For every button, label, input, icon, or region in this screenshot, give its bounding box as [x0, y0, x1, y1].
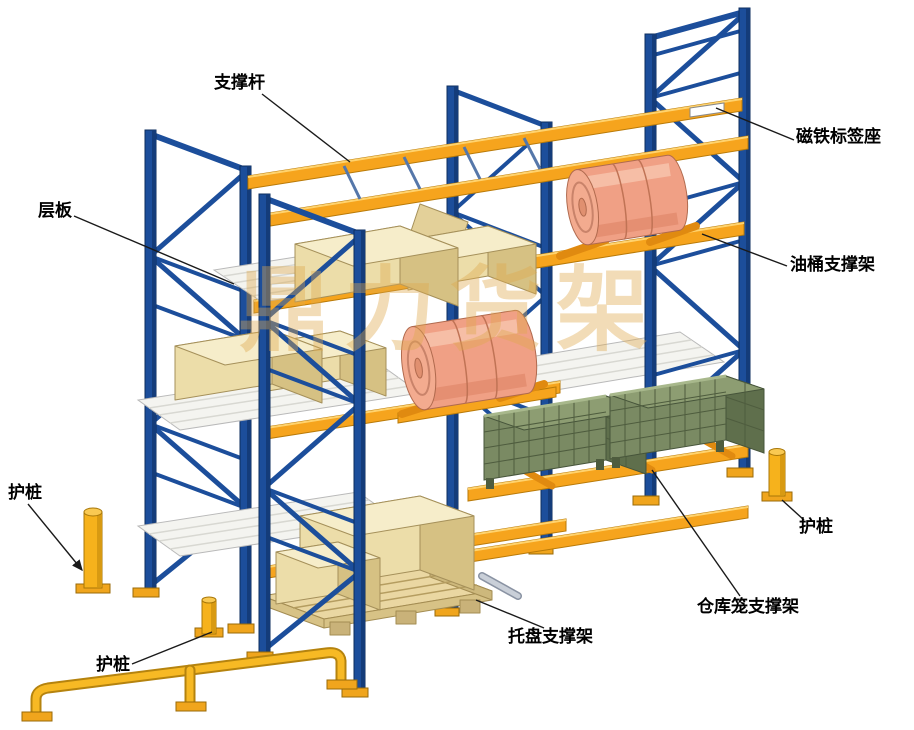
label-pallet-support: 托盘支撑架	[508, 627, 593, 646]
label-guard-post-left: 护桩	[8, 483, 42, 502]
label-drum-support: 油桶支撑架	[790, 255, 875, 274]
beam-cage-level	[467, 443, 749, 502]
label-guard-post-bottom: 护桩	[96, 655, 130, 674]
leader-drum-support	[701, 233, 788, 267]
label-cage-support: 仓库笼支撑架	[697, 597, 799, 616]
beam-top-rear	[247, 97, 743, 190]
guard-post-bottom-bollard	[194, 596, 224, 638]
oil-drum-lower	[401, 309, 538, 411]
leader-cage-support	[651, 469, 741, 597]
leader-guard-post-bottom	[131, 631, 213, 665]
label-support-rod: 支撑杆	[214, 73, 265, 92]
leader-guard-post-left	[27, 503, 83, 572]
leader-pallet-support	[475, 599, 545, 629]
top-support-rods	[342, 137, 542, 200]
label-guard-post-right: 护桩	[799, 517, 833, 536]
storage-cage-2	[609, 374, 765, 468]
label-shelf-panel: 层板	[38, 201, 72, 220]
leader-lines	[27, 93, 805, 665]
leader-support-rod	[261, 93, 351, 163]
oil-drum-upper	[566, 154, 689, 246]
upright-frame-left-front	[246, 193, 369, 698]
guard-rail	[21, 647, 358, 722]
guard-post-right-bollard	[761, 448, 793, 502]
leader-magnet-label-holder	[715, 107, 795, 141]
label-magnet-label-holder: 磁铁标签座	[796, 127, 881, 146]
guard-post-left-bollard	[75, 507, 111, 594]
leader-guard-post-right	[781, 499, 805, 521]
leader-shelf-panel	[73, 215, 235, 285]
